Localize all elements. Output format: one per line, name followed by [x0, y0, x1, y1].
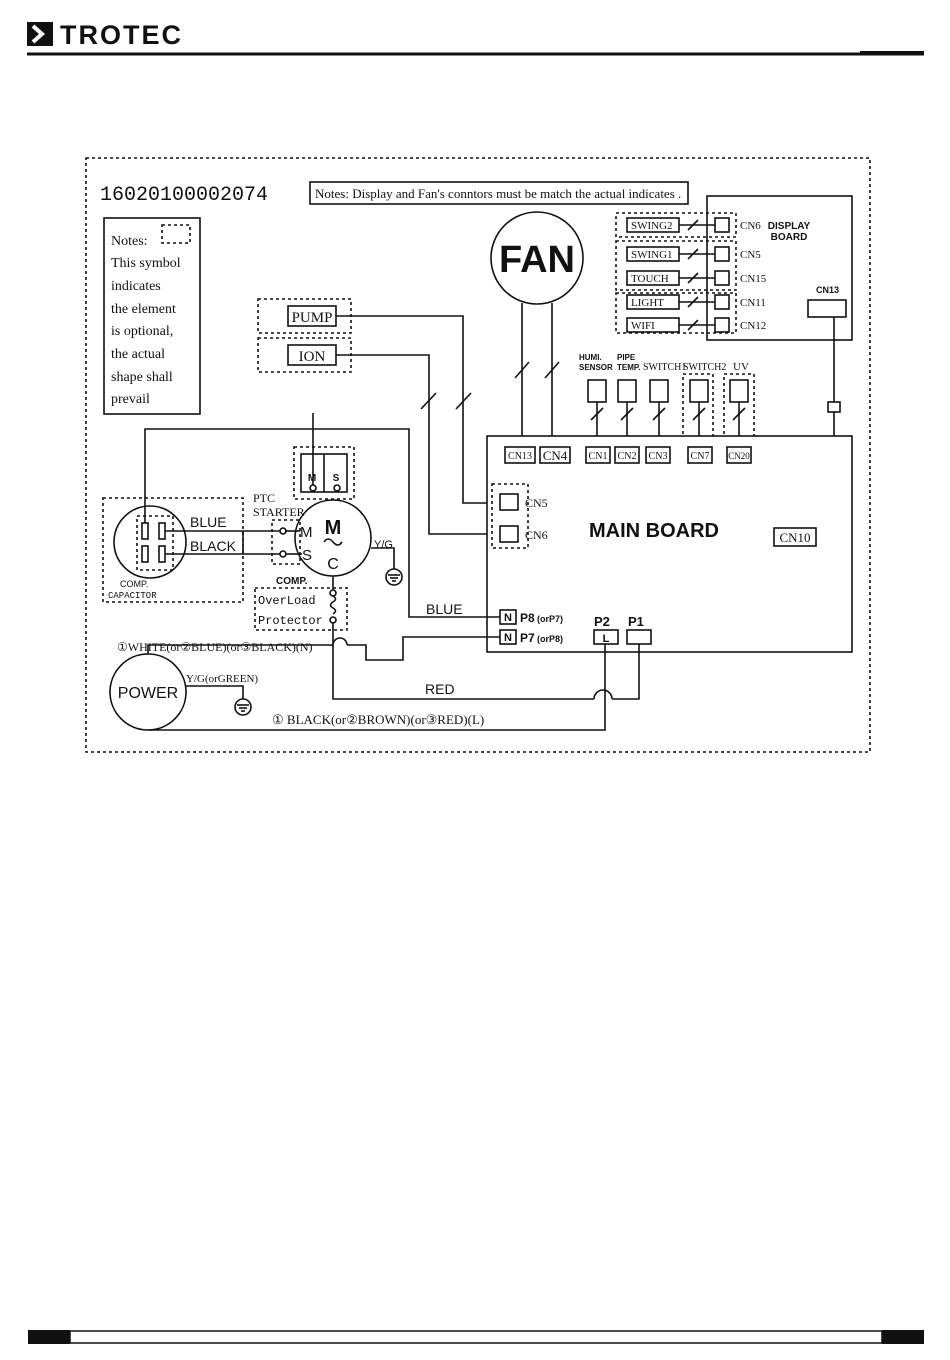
overload-protector: OverLoad Protector [254, 587, 348, 631]
compressor: M S M C M S COMP. [276, 446, 372, 587]
ptc-label-1: PTC [253, 491, 275, 505]
display-cn13-connector [807, 299, 847, 318]
main-cn4: CN4 [543, 448, 568, 463]
power-label: POWER [118, 685, 178, 702]
page-footer [28, 1330, 924, 1344]
power-source: POWER [109, 653, 187, 731]
fan-motor: FAN [490, 211, 584, 305]
main-cn5: CN5 [525, 496, 548, 510]
switch1-label: SWITCH1 [643, 362, 686, 373]
display-item-swing1: SWING1 [631, 249, 673, 261]
ground-icon-power [234, 698, 252, 716]
main-cn20: CN20 [728, 451, 750, 461]
main-cn10: CN10 [779, 530, 810, 545]
comp-terminal-c: C [327, 556, 339, 573]
notes-top-box [309, 181, 689, 205]
p2-l-label: L [603, 633, 610, 645]
connector-plug-icon [827, 401, 841, 413]
display-cn13-label: CN13 [816, 285, 839, 295]
page-header: TROTEC [27, 20, 924, 56]
ground-icon-comp [385, 568, 403, 586]
pipe-label-1: PIPE [617, 353, 636, 362]
p7-label: P7 [520, 631, 535, 645]
diagram-frame [85, 157, 871, 753]
comp-label: COMP. [276, 576, 308, 587]
sensors: HUMI. SENSOR PIPE TEMP. SWITCH1 SWITCH2 … [579, 353, 755, 465]
display-board-label-1: DISPLAY [768, 221, 811, 232]
display-cn6: CN6 [740, 220, 761, 232]
display-item-wifi: WIFI [631, 320, 655, 332]
pump-label: PUMP [292, 310, 333, 326]
trotec-logo: TROTEC [27, 20, 183, 50]
cap-wire-blue-label: BLUE [190, 514, 227, 530]
display-cn15: CN15 [740, 273, 767, 285]
humi-label-1: HUMI. [579, 353, 602, 362]
ac-symbol-icon [323, 538, 343, 546]
comp-motor-label: M [325, 517, 342, 539]
live-wire-label: ① BLACK(or②BROWN)(or③RED)(L) [272, 712, 484, 727]
uv-label: UV [733, 361, 749, 373]
main-cn6: CN6 [525, 528, 548, 542]
power-yg-label: Y/G(orGREEN) [186, 673, 258, 685]
capacitor-label-2: CAPACITOR [108, 591, 157, 601]
comp-capacitor: COMP. CAPACITOR [102, 497, 244, 603]
main-cn13: CN13 [508, 451, 532, 462]
diagram-code: 16020100002074 [100, 184, 268, 207]
note-line-7: shape shall [111, 370, 173, 385]
note-line-1: Notes: [111, 234, 148, 249]
notes-legend-box: Notes: This symbol indicates the element… [103, 217, 201, 415]
neutral-wire-label: ①WHITE(or②BLUE)(or③BLACK)(N) [117, 640, 313, 654]
p8-alt-label: (orP7) [537, 614, 563, 624]
wire-blue-label: BLUE [426, 601, 463, 617]
main-board-label: MAIN BOARD [589, 520, 719, 542]
display-cn5: CN5 [740, 249, 761, 261]
ptc-label-2: STARTER [253, 505, 305, 519]
display-board-label-2: BOARD [771, 232, 808, 243]
wire-red-label: RED [425, 681, 455, 697]
comp-terminal-m: M [300, 524, 313, 541]
wiring-diagram: .w { fill:none; stroke:#111; stroke-widt… [85, 157, 871, 753]
cap-wire-black-label: BLACK [190, 538, 237, 554]
brand-name: TROTEC [60, 20, 183, 50]
main-cn2: CN2 [618, 451, 637, 462]
main-cn7: CN7 [691, 451, 710, 462]
main-cn3: CN3 [649, 451, 668, 462]
overload-label-1: OverLoad [258, 594, 316, 608]
display-item-light: LIGHT [631, 297, 664, 309]
p7-alt-label: (orP8) [537, 634, 563, 644]
display-item-touch: TOUCH [631, 273, 669, 285]
pipe-label-2: TEMP. [617, 363, 640, 372]
comp-terminal-s: S [302, 547, 312, 564]
p1-label: P1 [628, 614, 644, 629]
fan-label: FAN [499, 239, 575, 281]
p8-n-label: N [504, 612, 512, 624]
humi-label-2: SENSOR [579, 363, 613, 372]
display-cn11: CN11 [740, 297, 766, 309]
note-line-5: is optional, [111, 324, 173, 339]
notes-top-text: Notes: Display and Fan's conntors must b… [315, 186, 681, 201]
comp-terminal-s-top: S [333, 473, 340, 484]
ion-label: ION [299, 349, 326, 365]
display-item-swing2: SWING2 [631, 220, 673, 232]
overload-label-2: Protector [258, 614, 323, 628]
ptc-starter: PTC STARTER [253, 491, 305, 565]
comp-terminal-m-top: M [308, 473, 316, 484]
ion-component: ION [257, 337, 352, 373]
yg-label: Y/G [374, 539, 393, 551]
note-line-8: prevail [111, 392, 150, 407]
p8-label: P8 [520, 611, 535, 625]
main-cn1: CN1 [589, 451, 608, 462]
switch2-label: SWITCH2 [683, 362, 726, 373]
main-board: CN13 CN4 CN1 CN2 CN3 CN7 CN20 MAIN BOARD… [486, 435, 853, 653]
note-line-3: indicates [111, 279, 161, 294]
capacitor-label-1: COMP. [120, 579, 148, 589]
display-board: DISPLAY BOARD CN13 [706, 195, 853, 341]
p7-n-label: N [504, 632, 512, 644]
p2-label: P2 [594, 614, 610, 629]
note-line-2: This symbol [111, 256, 181, 271]
note-line-4: the element [111, 302, 176, 317]
display-items: SWING2 SWING1 TOUCH LIGHT WIFI CN6 CN5 C… [615, 212, 767, 334]
display-cn12: CN12 [740, 320, 766, 332]
note-line-6: the actual [111, 347, 165, 362]
